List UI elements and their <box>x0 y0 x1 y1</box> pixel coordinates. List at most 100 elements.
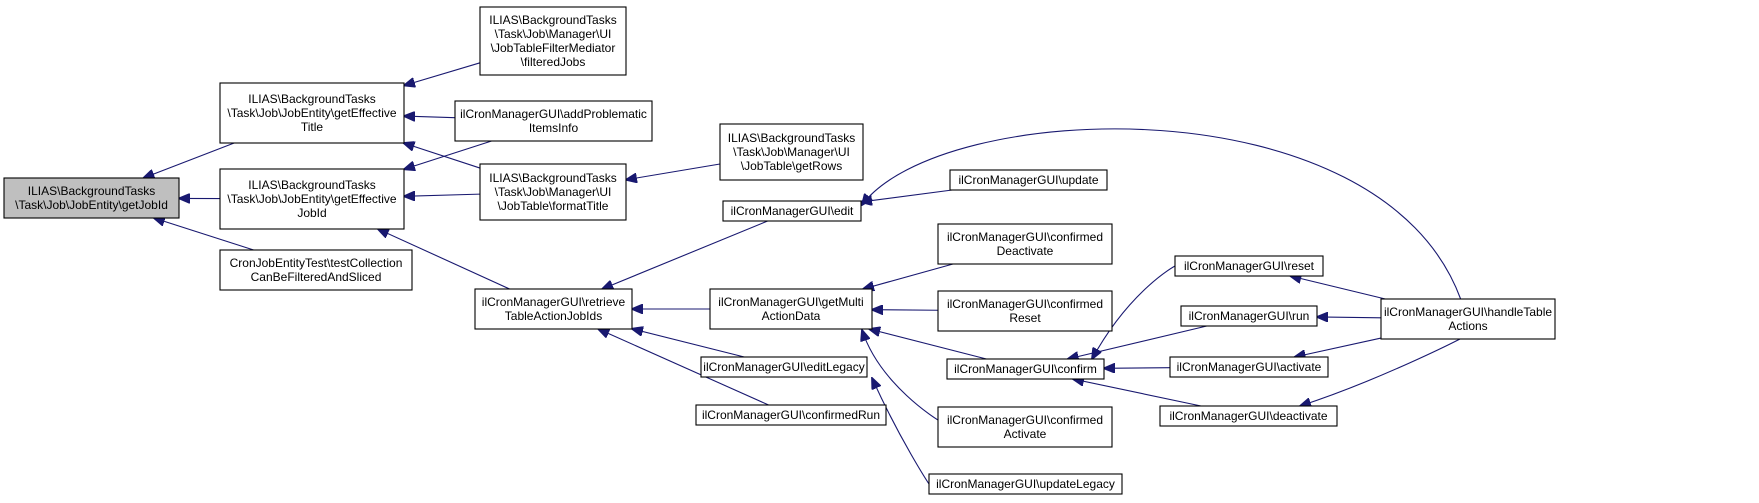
node-label-line: ilCronManagerGUI\confirmed <box>947 413 1103 427</box>
node-label-line: ilCronManagerGUI\confirmed <box>947 297 1103 311</box>
node-label-line: \Task\Job\JobEntity\getEffective <box>227 192 397 206</box>
node-box <box>949 169 1108 191</box>
node-box <box>937 223 1113 265</box>
node-label-line: \Task\Job\Manager\UI <box>495 185 612 199</box>
edge-line <box>404 116 456 118</box>
node-box <box>219 249 413 291</box>
node-label-line: ilCronManagerGUI\confirmedRun <box>702 408 880 422</box>
edge-line <box>404 143 481 169</box>
function-node[interactable]: ILIAS\BackgroundTasks\Task\Job\JobEntity… <box>219 82 405 144</box>
edge-n19-to-n16 <box>1092 265 1176 359</box>
node-label-line: ILIAS\BackgroundTasks <box>728 131 855 145</box>
edge-line <box>154 218 254 251</box>
node-label-line: JobId <box>297 206 326 220</box>
node-box <box>454 100 653 142</box>
edge-line <box>378 229 510 290</box>
edge-n11-to-n7 <box>632 329 745 358</box>
node-label-line: \filteredJobs <box>521 55 586 69</box>
node-box <box>1169 356 1329 378</box>
node-label-line: ILIAS\BackgroundTasks <box>489 13 616 27</box>
node-box <box>219 82 405 144</box>
node-label-line: Title <box>301 120 324 134</box>
node-label-line: ilCronManagerGUI\deactivate <box>1169 409 1327 423</box>
function-node[interactable]: ilCronManagerGUI\confirm <box>946 358 1105 380</box>
edge-n6-to-n2 <box>404 194 481 196</box>
node-box <box>474 288 633 330</box>
function-node[interactable]: ilCronManagerGUI\updateLegacy <box>928 473 1123 495</box>
edge-line <box>872 310 939 311</box>
node-label-line: ILIAS\BackgroundTasks <box>248 92 375 106</box>
root-node[interactable]: ILIAS\BackgroundTasks\Task\Job\JobEntity… <box>3 177 180 219</box>
function-node[interactable]: ILIAS\BackgroundTasks\Task\Job\Manager\U… <box>479 163 627 221</box>
edge-n22-to-n16 <box>1073 379 1202 407</box>
function-node[interactable]: ilCronManagerGUI\confirmedRun <box>695 404 887 426</box>
node-label-line: Deactivate <box>997 244 1054 258</box>
edge-n23-to-n19 <box>1290 276 1386 300</box>
node-label-line: ilCronManagerGUI\updateLegacy <box>936 477 1115 491</box>
node-label-line: ilCronManagerGUI\getMulti <box>718 295 863 309</box>
edge-n18-to-n11 <box>872 378 930 485</box>
node-label-line: \Task\Job\Manager\UI <box>733 145 850 159</box>
function-node[interactable]: ILIAS\BackgroundTasks\Task\Job\Manager\U… <box>479 6 627 76</box>
edge-n15-to-n10 <box>872 310 939 311</box>
node-label-line: TableActionJobIds <box>505 309 602 323</box>
edge-line <box>1104 368 1171 369</box>
edge-n13-to-n9 <box>861 189 953 202</box>
edge-line <box>1068 325 1207 359</box>
function-node[interactable]: ilCronManagerGUI\activate <box>1169 356 1329 378</box>
node-label-line: CanBeFilteredAndSliced <box>251 270 382 284</box>
function-node[interactable]: ilCronManagerGUI\update <box>949 169 1108 191</box>
edge-line <box>1073 379 1202 407</box>
edge-n6-to-n1 <box>404 143 481 169</box>
edge-line <box>1290 276 1386 300</box>
node-box <box>928 473 1123 495</box>
edge-n14-to-n10 <box>863 263 954 289</box>
edge-line <box>861 189 953 202</box>
edge-n16-to-n10 <box>869 329 987 360</box>
function-node[interactable]: ilCronManagerGUI\deactivate <box>1159 405 1338 427</box>
edge-line <box>869 329 987 360</box>
node-label-line: Activate <box>1004 427 1047 441</box>
node-label-line: CronJobEntityTest\testCollection <box>230 256 403 270</box>
edge-line <box>404 62 481 86</box>
edge-n9-to-n7 <box>602 220 768 289</box>
edge-line <box>632 329 745 358</box>
edge-n23-to-n21 <box>1295 337 1382 357</box>
function-node[interactable]: ilCronManagerGUI\editLegacy <box>700 356 868 378</box>
edge-n23-to-n9 <box>862 128 1462 300</box>
function-node[interactable]: ilCronManagerGUI\edit <box>722 200 862 222</box>
edge-line <box>404 140 492 169</box>
function-node[interactable]: ILIAS\BackgroundTasks\Task\Job\JobEntity… <box>219 168 405 230</box>
function-node[interactable]: CronJobEntityTest\testCollectionCanBeFil… <box>219 249 413 291</box>
function-node[interactable]: ilCronManagerGUI\reset <box>1174 255 1324 277</box>
function-node[interactable]: ilCronManagerGUI\retrieveTableActionJobI… <box>474 288 633 330</box>
edge-n1-to-n0 <box>143 142 235 178</box>
edge-n7-to-n2 <box>378 229 510 290</box>
edge-line <box>872 378 930 485</box>
node-label-line: Reset <box>1009 311 1041 325</box>
node-box <box>937 406 1113 448</box>
node-layer: ILIAS\BackgroundTasks\Task\Job\JobEntity… <box>3 6 1556 495</box>
function-node[interactable]: ILIAS\BackgroundTasks\Task\Job\Manager\U… <box>719 123 864 181</box>
node-label-line: ilCronManagerGUI\run <box>1189 309 1310 323</box>
node-label-line: ILIAS\BackgroundTasks <box>28 184 155 198</box>
edge-line <box>1092 265 1176 359</box>
node-label-line: ilCronManagerGUI\activate <box>1177 360 1322 374</box>
node-label-line: ilCronManagerGUI\handleTable <box>1384 305 1552 319</box>
node-box <box>700 356 868 378</box>
node-box <box>1180 305 1318 327</box>
node-label-line: \Task\Job\JobEntity\getEffective <box>227 106 397 120</box>
node-label-line: ilCronManagerGUI\retrieve <box>482 295 626 309</box>
node-box <box>479 163 627 221</box>
node-box <box>722 200 862 222</box>
edge-line <box>862 128 1462 300</box>
function-node[interactable]: ilCronManagerGUI\run <box>1180 305 1318 327</box>
node-label-line: ilCronManagerGUI\confirmed <box>947 230 1103 244</box>
